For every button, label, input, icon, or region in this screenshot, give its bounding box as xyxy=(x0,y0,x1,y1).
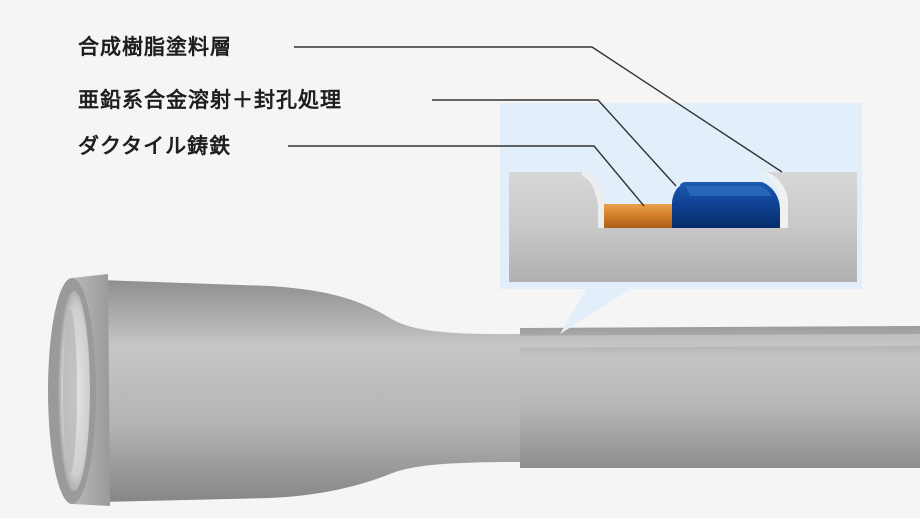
callout-pointer xyxy=(560,283,640,334)
section-zinc-layer xyxy=(604,204,680,228)
pipe-barrel xyxy=(520,326,920,468)
section-groove-left xyxy=(582,172,604,228)
leader-line-ductile-iron xyxy=(288,145,645,207)
leader-line-zinc-spray xyxy=(432,99,677,187)
pipe-mouth-shadow xyxy=(63,309,77,473)
section-iron-wall xyxy=(509,172,857,282)
label-ductile-iron: ダクタイル鋳鉄 xyxy=(78,134,232,158)
pipe-bell xyxy=(100,280,520,502)
leader-line-resin-coating xyxy=(294,46,783,173)
label-resin-coating-layer: 合成樹脂塗料層 xyxy=(78,35,232,59)
section-groove-right xyxy=(758,172,788,228)
label-zinc-alloy-spray-sealing: 亜鉛系合金溶射＋封孔処理 xyxy=(78,88,342,112)
section-resin-highlight xyxy=(686,186,772,196)
pipe-barrel-highlight xyxy=(430,334,920,348)
